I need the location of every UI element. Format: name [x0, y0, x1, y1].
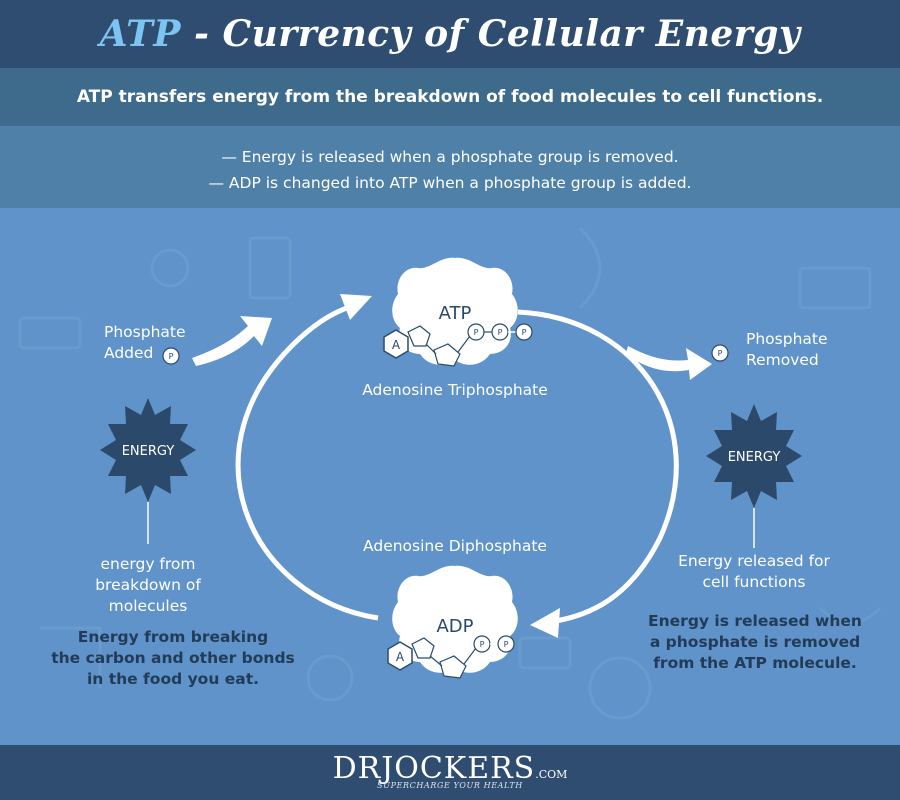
energy-source-note-line2: the carbon and other bonds — [51, 649, 295, 667]
diagram-area: ATP A P P P ADP A P — [0, 208, 900, 745]
arc-top-left — [235, 303, 379, 621]
atp-caption: Adenosine Triphosphate — [362, 381, 548, 399]
phosphate-removed-arrow — [626, 346, 712, 380]
adp-phosphate-1: P — [480, 640, 485, 649]
phosphate-removed-line2: Removed — [746, 351, 819, 369]
energy-release-line1: Energy released for — [678, 552, 830, 570]
phosphate-added-icon-label: P — [169, 352, 174, 361]
footer-banner: DRJOCKERS.COM SUPERCHARGE YOUR HEALTH — [0, 745, 900, 800]
phosphate-removed-label: Phosphate Removed — [746, 329, 828, 371]
energy-starburst-right: ENERGY — [706, 404, 802, 548]
phosphate-removed-icon-label: P — [718, 349, 723, 358]
title-rest: - Currency of Cellular Energy — [180, 13, 801, 55]
atp-label: ATP — [439, 303, 472, 324]
header-banner: ATP - Currency of Cellular Energy — [0, 0, 900, 68]
brand-tagline: SUPERCHARGE YOUR HEALTH — [377, 781, 523, 790]
intro-text: ATP transfers energy from the breakdown … — [76, 87, 824, 107]
adp-label: ADP — [436, 616, 473, 637]
adp-caption: Adenosine Diphosphate — [363, 537, 547, 555]
adp-adenine: A — [396, 650, 405, 664]
atp-adenine: A — [392, 338, 401, 352]
adp-phosphate-2: P — [504, 640, 509, 649]
energy-source-line2: breakdown of — [95, 576, 201, 594]
logo-com: .COM — [535, 768, 568, 781]
energy-source-line1: energy from — [100, 555, 196, 573]
energy-release-note-line3: from the ATP molecule. — [653, 654, 857, 672]
energy-release-note: Energy is released when a phosphate is r… — [630, 611, 880, 674]
bullets-band: — Energy is released when a phosphate gr… — [0, 126, 900, 208]
atp-phosphate-1: P — [474, 328, 479, 337]
energy-release-note-line1: Energy is released when — [648, 612, 862, 630]
brand-logo[interactable]: DRJOCKERS.COM — [0, 751, 900, 786]
page-title: ATP - Currency of Cellular Energy — [0, 0, 900, 68]
phosphate-removed-line1: Phosphate — [746, 330, 828, 348]
energy-source-note-line3: in the food you eat. — [86, 670, 260, 688]
phosphate-removed-icon — [711, 344, 729, 362]
arc-right — [517, 309, 679, 625]
energy-release-label: Energy released for cell functions — [654, 551, 854, 593]
energy-source-note-line1: Energy from breaking — [77, 628, 269, 646]
phosphate-added-label: Phosphate Added — [104, 322, 186, 364]
background-decoration — [18, 226, 882, 720]
energy-label-left: ENERGY — [122, 444, 175, 459]
arrowhead-bottom-right — [530, 608, 560, 638]
energy-release-note-line2: a phosphate is removed — [649, 633, 861, 651]
cycle-diagram: ATP A P P P ADP A P — [100, 257, 802, 679]
atp-phosphate-2: P — [498, 328, 503, 337]
intro-band: ATP transfers energy from the breakdown … — [0, 68, 900, 126]
phosphate-added-line1: Phosphate — [104, 323, 186, 341]
adp-molecule: ADP A P P — [387, 565, 518, 679]
logo-dr: DR — [332, 751, 382, 786]
energy-starburst-left: ENERGY — [100, 398, 196, 544]
atp-phosphate-3: P — [522, 328, 527, 337]
phosphate-added-arrow — [192, 316, 272, 366]
bullet-added: — ADP is changed into ATP when a phospha… — [208, 174, 692, 192]
bullet-removed: — Energy is released when a phosphate gr… — [221, 148, 679, 166]
energy-source-line3: molecules — [108, 597, 188, 615]
phosphate-added-icon — [162, 347, 180, 365]
energy-source-note: Energy from breaking the carbon and othe… — [38, 627, 308, 690]
phosphate-added-line2: Added — [104, 344, 154, 362]
title-atp: ATP — [99, 13, 181, 55]
arrowhead-top-left — [340, 294, 372, 320]
energy-release-line2: cell functions — [702, 573, 806, 591]
logo-name: JOCKERS — [381, 751, 536, 786]
energy-label-right: ENERGY — [728, 450, 781, 465]
energy-source-label: energy from breakdown of molecules — [48, 554, 248, 617]
atp-molecule: ATP A P P P — [383, 257, 533, 367]
